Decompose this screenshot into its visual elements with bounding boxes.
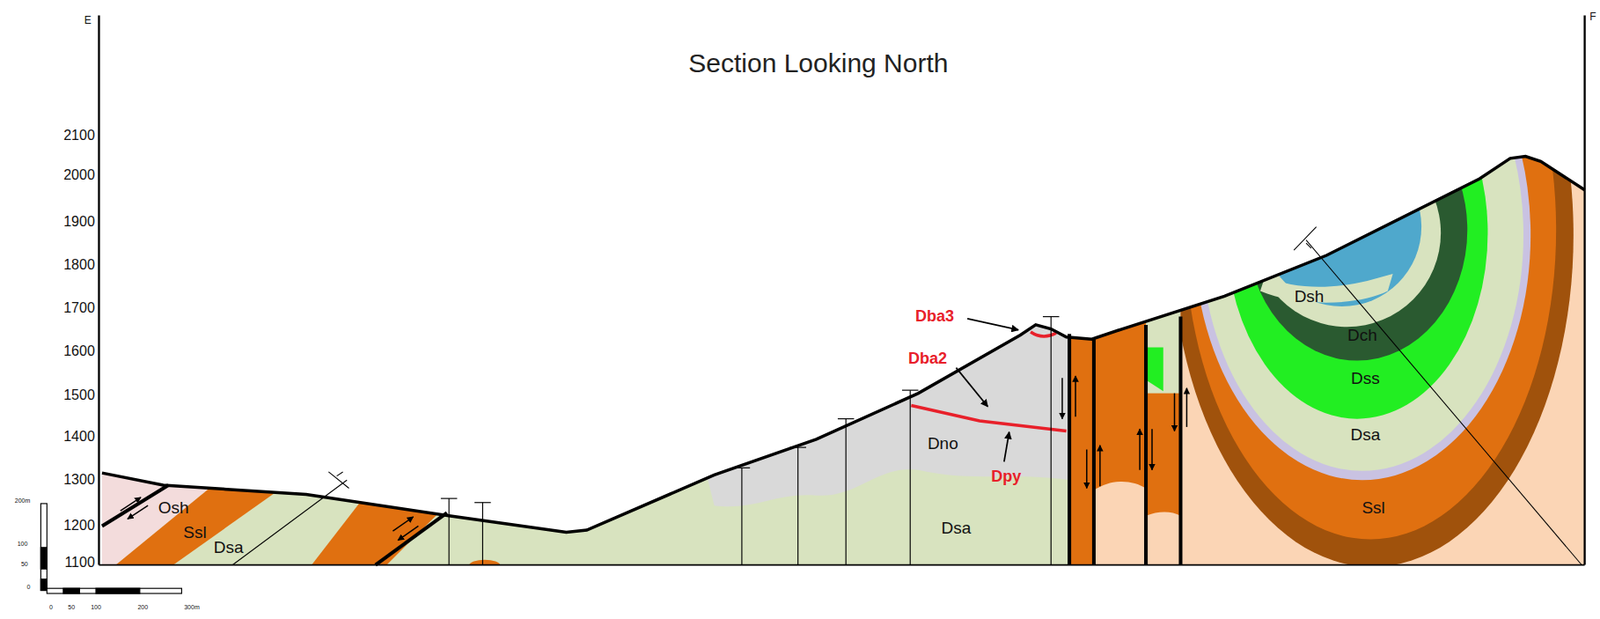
- section-end-label: F: [1589, 11, 1596, 23]
- scale-label: 0: [49, 602, 53, 610]
- unit-label: Dsa: [940, 519, 971, 536]
- elevation-label: 2000: [63, 168, 96, 183]
- scale-label: 200: [137, 602, 148, 610]
- unit-label: Dsa: [213, 538, 244, 556]
- unit-label: Dpy: [990, 468, 1021, 485]
- unit-label: Dsa: [1350, 425, 1380, 442]
- unit-label: Dno: [927, 434, 959, 452]
- unit-label: Dba3: [915, 308, 955, 324]
- scale-label: 200m: [14, 497, 31, 504]
- elevation-label: 2100: [63, 128, 96, 143]
- unit-label: Ssl: [183, 523, 206, 541]
- unit-label: Dba2: [908, 350, 947, 367]
- elevation-label: 1600: [63, 344, 96, 359]
- elevation-label: 1500: [63, 388, 96, 403]
- scale-label: 50: [67, 602, 75, 610]
- scale-label: 100: [90, 602, 102, 610]
- section-end-label: E: [84, 14, 92, 26]
- elevation-label: 1200: [63, 518, 96, 533]
- section-title: Section Looking North: [688, 50, 948, 77]
- elevation-label: 1400: [63, 429, 96, 444]
- elevation-label: 1700: [63, 300, 96, 316]
- unit-label: Dsh: [1294, 287, 1325, 305]
- elevation-label: 1100: [64, 555, 95, 570]
- elevation-label: 1300: [63, 472, 96, 487]
- elevation-label: 1800: [63, 257, 96, 272]
- scale-label: 50: [21, 560, 29, 567]
- scale-label: 100: [17, 539, 29, 546]
- unit-label: Dch: [1347, 326, 1378, 344]
- scale-label: 0: [27, 582, 31, 589]
- unit-label: Osh: [158, 499, 190, 516]
- unit-label: Dss: [1350, 368, 1380, 386]
- unit-label: Ssl: [1361, 499, 1385, 516]
- scale-label: 300m: [183, 602, 200, 610]
- elevation-label: 1900: [63, 214, 96, 229]
